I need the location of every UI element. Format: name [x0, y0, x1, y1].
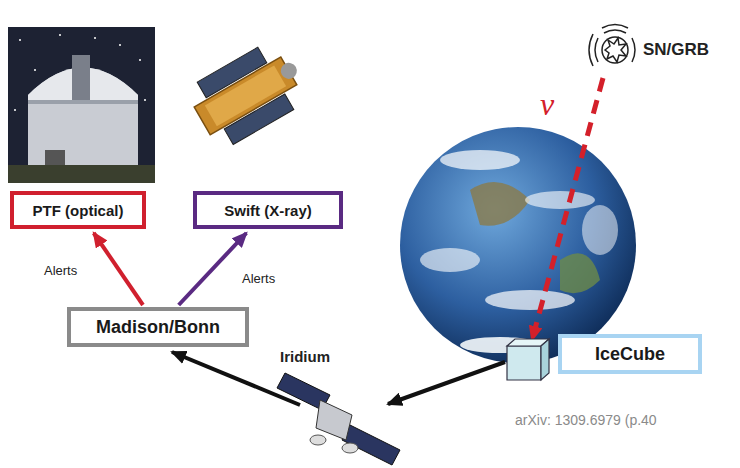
station-box: PTF (optical)	[10, 191, 146, 229]
box-label: Swift (X-ray)	[224, 202, 312, 219]
station-box: IceCube	[558, 334, 702, 374]
alert-arrow	[94, 233, 143, 305]
satellite-label: Iridium	[280, 348, 330, 365]
iridium-satellite	[277, 373, 400, 465]
neutrino-path	[532, 78, 603, 340]
edge-label: Alerts	[44, 263, 77, 278]
swift-satellite	[184, 36, 314, 152]
uplink-arrow	[388, 362, 505, 404]
detector-cube	[507, 339, 549, 380]
edge-label: Alerts	[242, 271, 275, 286]
box-label: Madison/Bonn	[96, 317, 220, 338]
source-label: SN/GRB	[643, 40, 709, 60]
box-label: PTF (optical)	[33, 202, 124, 219]
box-label: IceCube	[595, 344, 665, 365]
earth-globe	[400, 127, 636, 363]
citation-watermark: arXiv: 1309.6979 (p.40	[515, 412, 657, 428]
telescope-photo	[8, 27, 155, 183]
alert-arrow	[179, 233, 247, 305]
station-box: Madison/Bonn	[67, 307, 249, 347]
station-box: Swift (X-ray)	[193, 191, 343, 229]
explosion-icon	[589, 25, 635, 67]
neutrino-symbol: ν	[540, 86, 554, 123]
